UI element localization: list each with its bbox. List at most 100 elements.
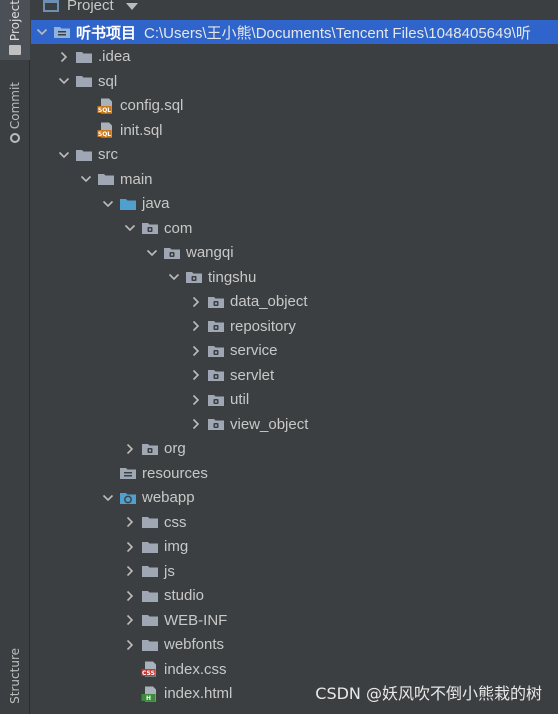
tree-row-label: sql (98, 72, 118, 90)
project-path-label: C:\Users\王小熊\Documents\Tencent Files\104… (144, 24, 531, 42)
tree-row[interactable]: WEB-INF (31, 608, 558, 632)
chevron-down-icon[interactable] (145, 246, 159, 260)
chevron-right-icon[interactable] (189, 417, 203, 431)
tree-row[interactable]: wangqi (31, 241, 558, 265)
tree-row[interactable]: img (31, 535, 558, 559)
svg-text:SQL: SQL (98, 107, 111, 114)
package-icon (207, 392, 225, 408)
tree-row-label: com (164, 219, 193, 237)
project-tool-tab-label: Project (8, 0, 22, 42)
project-view-title: Project (67, 0, 114, 14)
tree-row[interactable]: webfonts (31, 633, 558, 657)
tree-row[interactable]: com (31, 216, 558, 240)
tree-row[interactable]: css (31, 510, 558, 534)
chevron-right-icon[interactable] (57, 50, 71, 64)
tree-row-label: java (142, 195, 170, 212)
css-file-icon: CSS (141, 661, 159, 677)
package-icon (163, 245, 181, 261)
chevron-down-icon[interactable] (57, 74, 71, 88)
chevron-down-icon[interactable] (79, 172, 93, 186)
tree-row-label: tingshu (208, 268, 257, 286)
chevron-right-icon[interactable] (189, 393, 203, 407)
tree-row-label: webfonts (164, 636, 225, 653)
tree-row[interactable]: service (31, 339, 558, 363)
package-icon (141, 220, 159, 236)
chevron-right-icon[interactable] (189, 344, 203, 358)
chevron-down-icon[interactable] (101, 197, 115, 211)
package-icon (185, 269, 203, 285)
chevron-down-icon[interactable] (123, 221, 137, 235)
chevron-down-icon[interactable] (101, 491, 115, 505)
watermark: CSDN @妖风吹不倒小熊栽的树 (315, 684, 542, 703)
tree-row[interactable]: js (31, 559, 558, 583)
chevron-right-icon[interactable] (123, 589, 137, 603)
folder-icon (9, 45, 21, 56)
tree-row[interactable]: src (31, 143, 558, 167)
tree-row-label: view_object (230, 415, 309, 433)
chevron-right-icon[interactable] (189, 295, 203, 309)
package-icon (207, 367, 225, 383)
tree-row[interactable]: org (31, 437, 558, 461)
html-file-icon: H (141, 686, 159, 702)
tree-row[interactable]: webapp (31, 486, 558, 510)
tree-row[interactable]: .idea (31, 45, 558, 69)
chevron-right-icon[interactable] (123, 613, 137, 627)
tree-row-label: main (120, 170, 153, 188)
folder-icon (75, 49, 93, 65)
chevron-right-icon[interactable] (123, 564, 137, 578)
tree-row[interactable]: repository (31, 314, 558, 338)
tree-row[interactable]: CSS index.css (31, 657, 558, 681)
folder-icon (141, 612, 159, 628)
structure-tool-tab-label: Structure (8, 648, 22, 704)
module-folder-icon (53, 24, 71, 40)
chevron-right-icon[interactable] (123, 638, 137, 652)
chevron-right-icon[interactable] (189, 319, 203, 333)
project-tool-tab[interactable]: Project (0, 0, 30, 60)
folder-icon (141, 588, 159, 604)
folder-icon (75, 73, 93, 89)
web-folder-icon (119, 490, 137, 506)
chevron-right-icon[interactable] (123, 442, 137, 456)
tree-row[interactable]: view_object (31, 412, 558, 436)
package-icon (207, 294, 225, 310)
tree-row[interactable]: resources (31, 461, 558, 485)
package-icon (207, 416, 225, 432)
chevron-down-icon[interactable] (167, 270, 181, 284)
folder-icon (141, 539, 159, 555)
tree-row-label: index.css (164, 660, 227, 678)
tree-row[interactable]: sql (31, 69, 558, 93)
tree-row[interactable]: servlet (31, 363, 558, 387)
tree-row-label: WEB-INF (164, 611, 228, 629)
structure-tool-tab[interactable]: Structure (0, 648, 30, 704)
chevron-right-icon[interactable] (123, 515, 137, 529)
tree-row-label: repository (230, 317, 296, 335)
tree-row-label: util (230, 391, 250, 408)
tree-row-label: .idea (98, 48, 131, 65)
chevron-right-icon[interactable] (189, 368, 203, 382)
tree-row-label: resources (142, 464, 208, 482)
view-mode-dropdown-icon[interactable] (125, 2, 138, 10)
tree-row[interactable]: java (31, 192, 558, 216)
package-icon (141, 441, 159, 457)
package-icon (207, 318, 225, 334)
tree-row[interactable]: studio (31, 584, 558, 608)
commit-tool-tab[interactable]: Commit (0, 82, 30, 144)
folder-icon (141, 637, 159, 653)
tree-row[interactable]: main (31, 167, 558, 191)
svg-text:H: H (146, 695, 151, 702)
tree-row[interactable]: tingshu (31, 265, 558, 289)
tree-row-label: init.sql (120, 121, 163, 139)
project-window-icon (43, 0, 59, 12)
chevron-down-icon[interactable] (57, 148, 71, 162)
folder-icon (141, 563, 159, 579)
chevron-down-icon[interactable] (35, 25, 49, 39)
chevron-right-icon[interactable] (123, 540, 137, 554)
tree-row[interactable]: data_object (31, 290, 558, 314)
tree-row-label: service (230, 342, 278, 359)
tree-row[interactable]: util (31, 388, 558, 412)
tree-row-label: webapp (142, 489, 195, 506)
